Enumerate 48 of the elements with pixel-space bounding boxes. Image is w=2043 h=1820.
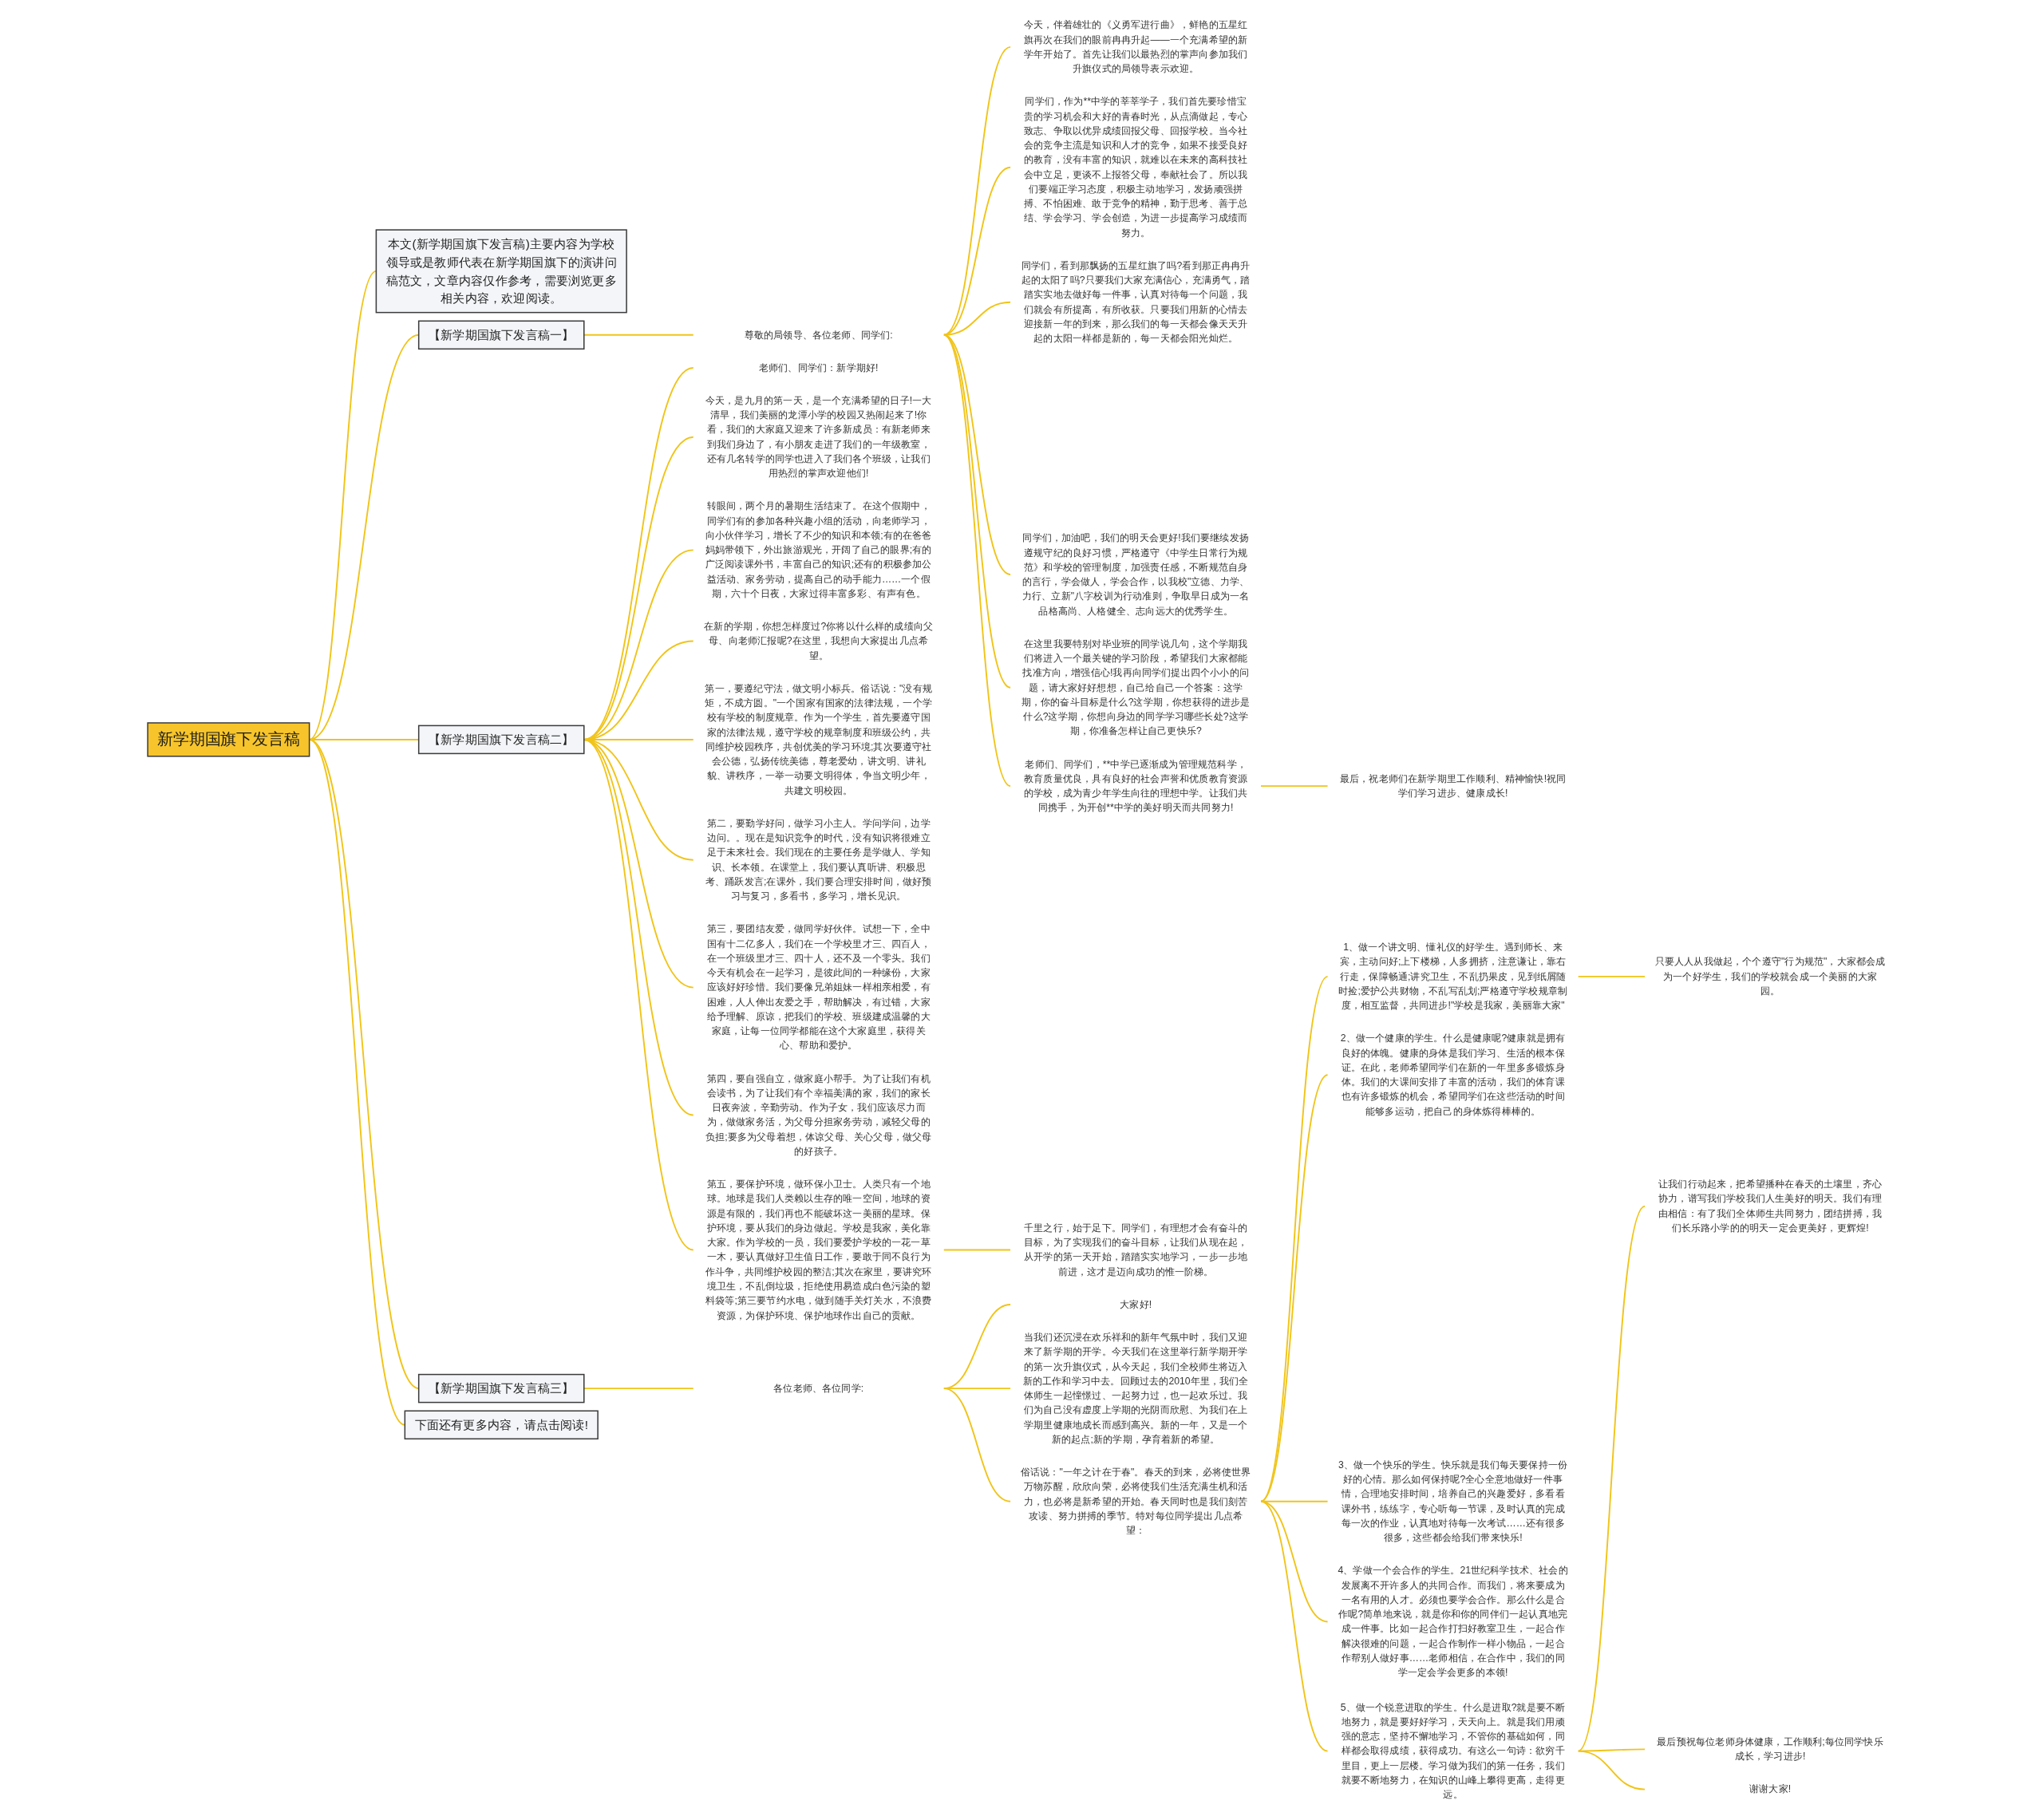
node-text: 俗话说："一年之计在于春"。春天的到来，必将使世界万物苏醒，欣欣向荣，必将使我们生活充满生机和活力，也必将是新希望的开始。春天同时也是我们刻苦攻读、努力拼搏的季节。特对每位同学提出几点希望： [1020, 1467, 1251, 1536]
connector [1260, 975, 1329, 1502]
node-text: 最后，祝老师们在新学期里工作顺利、精神愉快!祝同学们学习进步、健康成长! [1339, 773, 1567, 799]
node-text: 第二，要勤学好问，做学习小主人。学问学问，边学边问。。现在是知识竞争的时代，没有知识将很难立足于未来社会。我们现在的主要任务是学做人、学知识、长本领。在课堂上，我们要认真听讲、积极思考、踊跃发言;在课外，我们要合理安排时间，做好预习与复习，多看书，多学习，增长见识。 [705, 818, 932, 902]
node-text: 今天，是九月的第一天，是一个充满希望的日子!一大清早，我们美丽的龙潭小学的校园又热闹起来了!你看，我们的大家庭又迎来了许多新成员：有新老师来到我们身边了，有小朋友走进了我们的一年级教室，还有几名转学的同学也进入了我们各个班级，让我们用热烈的掌声欢迎他们! [705, 395, 932, 479]
connector [1577, 1750, 1646, 1790]
node-text: 老师们、同学们：新学期好! [758, 362, 879, 373]
node-text: 尊敬的局领导、各位老师、同学们: [744, 329, 893, 340]
connector [1260, 1074, 1329, 1502]
node-text: 转眼间，两个月的暑期生活结束了。在这个假期中，同学们有的参加各种兴趣小组的活动，向老师学习，向小伙伴学习，增长了不少的知识和本领;有的在爸爸妈妈带领下，外出旅游观光，开阔了自己的眼界;有的广泛阅读课外书，丰富自己的知识;还有的积极参加公益活动、家务劳动，提高自己的动手能力……一个假期，六十个日夜，大家过得丰富多彩、有声有色。 [705, 500, 932, 599]
connector [942, 1388, 1012, 1502]
node-text: 同学们，加油吧，我们的明天会更好!我们要继续发扬遵规守纪的良好习惯，严格遵守《中学生日常行为规范》和学校的管理制度，加强责任感，不断规范自身的言行，学会做人，学会合作，以我校"立德、力学、力行、立新"八字校训为行动准则，争取早日成为一名品格高尚、人格健全、志向远大的优秀学生。 [1022, 532, 1250, 616]
node-box: 新学期国旗下发言稿 [147, 722, 310, 757]
node-text: 2、做一个健康的学生。什么是健康呢?健康就是拥有良好的体魄。健康的身体是我们学习、生活的根本保证。在此，老师希望同学们在新的一年里多多锻炼身体。我们的大课间安排了丰富的活动，我们的体育课也有许多锻炼的机会，希望同学们在这些活动的时间能够多运动，把自己的身体炼得棒棒的。 [1340, 1032, 1566, 1116]
node-text: 当我们还沉浸在欢乐祥和的新年气氛中时，我们又迎来了新学期的开学。今天我们在这里举行新学期开学的第一次升旗仪式，从今天起，我们全校师生将迈入新的工作和学习中去。回顾过去的2010年里，我们全体师生一起憧憬过、一起努力过，也一起欢乐过。我们为自己没有虚度上学期的光阴而欣慰、为我们在上学期里健康地成长而感到高兴。新的一年，又是一个新的起点;新的学期，孕育着新的希望。 [1022, 1332, 1249, 1445]
node-text: 只要人人从我做起，个个遵守"行为规范"，大家都会成为一个好学生，我们的学校就会成一个美丽的大家园。 [1654, 956, 1886, 997]
node-text: 同学们，看到那飘扬的五星红旗了吗?看到那正冉冉升起的太阳了吗?只要我们大家充满信心，充满勇气，踏踏实实地去做好每一件事，认真对待每一个问题，我们就会有所提高，有所收获。只要我们用新的心情去迎接新一年的到来，那么我们的每一天都会像天天升起的太阳一样都是新的，每一天都会阳光灿烂。 [1021, 260, 1251, 344]
node-text: 5、做一个锐意进取的学生。什么是进取?就是要不断地努力，就是要好好学习，天天向上。就是我们用顽强的意志，坚持不懈地学习，不管你的基础如何，同样都会取得成绩，获得成功。有这么一句诗：欲穷千里目，更上一层楼。学习做为我们的第一任务，我们就要不断地努力，在知识的山峰上攀得更高，走得更远。 [1340, 1702, 1566, 1800]
node-box: 【新学期国旗下发言稿二】 [417, 724, 585, 755]
node-text: 第四，要自强自立，做家庭小帮手。为了让我们有机会读书，为了让我们有个幸福美满的家，我们的家长日夜奔波，辛勤劳动。作为子女，我们应该尽力而为，做做家务活，为父母分担家务劳动，减轻父母的负担;要多为父母着想，体谅父母、关心父母，做父母的好孩子。 [705, 1072, 932, 1157]
node-box: 【新学期国旗下发言稿三】 [417, 1373, 585, 1403]
connector [942, 334, 1012, 788]
node-text: 让我们行动起来，把希望播种在春天的土壤里，齐心协力，谱写我们学校我们人生美好的明天。我们有理由相信：有了我们全体师生共同努力，团结拼搏，我们长乐路小学的的明天一定会更美好，更辉煌! [1658, 1178, 1883, 1234]
node-text: 第一，要遵纪守法，做文明小标兵。俗话说："没有规矩，不成方圆。"一个国家有国家的法律法规，一个学校有学校的制度规章。作为一个学生，首先要遵守国家的法律法规，遵守学校的规章制度和班级公约，共同维护校园秩序，共创优美的学习环境;其次要遵守社会公德，弘扬传统美德，尊老爱幼，讲文明、讲礼貌、讲秩序，一举一动要文明得体，争当文明少年，共建文明校园。 [705, 683, 932, 796]
node-box: 本文(新学期国旗下发言稿)主要内容为学校领导或是教师代表在新学期国旗下的演讲问稿范文，文章内容仅作参考，需要浏览更多相关内容，欢迎阅读。 [375, 229, 627, 314]
node-text: 大家好! [1120, 1299, 1152, 1310]
node-text: 在新的学期，你想怎样度过?你将以什么样的成绩向父母、向老师汇报呢?在这里，我想向大家提出几点希望。 [704, 621, 934, 661]
connector [1260, 785, 1329, 788]
connector [1577, 975, 1646, 977]
node-text: 今天，伴着雄壮的《义勇军进行曲》，鲜艳的五星红旗再次在我们的眼前冉冉升起——一个充满希望的新学年开始了。首先让我们以最热烈的掌声向参加我们升旗仪式的局领导表示欢迎。 [1024, 19, 1248, 74]
node-text: 在这里我要特别对毕业班的同学说几句，这个学期我们将进入一个最关键的学习阶段，希望我们大家都能找准方向，增强信心!我再向同学们提出四个小小的问题，请大家好好想想，自己给自己一个答案：这学期，你的奋斗目标是什么?这学期，你想获得的进步是什么?这学期，你想向身边的同学学习哪些长处?这学期，你准备怎样让自己更快乐? [1021, 638, 1251, 736]
node-text: 4、学做一个会合作的学生。21世纪科学技术、社会的发展离不开许多人的共同合作。而我们，将来要成为一名有用的人才。必须也要学会合作。那么什么是合作呢?简单地来说，就是你和你的同伴们一起认真地完成一件事。比如一起合作打扫好教室卫生，一起合作解决很难的问题，一起合作制作一样小物品，一起合作帮别人做好事……老师相信，在合作中，我们的同学一定会学会更多的本领! [1338, 1565, 1568, 1678]
node-text: 第五，要保护环境，做环保小卫士。人类只有一个地球。地球是我们人类赖以生存的唯一空间，地球的资源是有限的，我们再也不能破坏这一美丽的星球。保护环境，要从我们的身边做起。学校是我家，美化靠大家。作为学校的一员，我们要爱护学校的一花一草一木，要认真做好卫生值日工作，要敢于同不良行为作斗争，共同维护校园的整洁;其次在家里，要讲究环境卫生，不乱倒垃圾，拒绝使用易造成白色污染的塑料袋等;第三要节约水电，做到随手关灯关水，不浪费资源，为保护环境、保护地球作出自己的贡献。 [705, 1178, 932, 1321]
connector [942, 1249, 1012, 1251]
node-text: 同学们，作为**中学的莘莘学子，我们首先要珍惜宝贵的学习机会和大好的青春时光，从点滴做起，专心致志、争取以优异成绩回报父母、回报学校。当今社会的竞争主流是知识和人才的竞争，如果不接受良好的教育，没有丰富的知识，就难以在未来的高科技社会中立足，更谈不上报答父母，奉献社会了。所以我们要端正学习态度，积极主动地学习，发扬顽强拼搏、不怕困难、敢于竞争的精神，勤于思考、善于总结、学会学习、学会创造，为进一步提高学习成绩而努力。 [1024, 96, 1248, 238]
connector [1260, 1500, 1329, 1752]
node-text: 老师们、同学们，**中学已逐渐成为管理规范科学，教育质量优良，具有良好的社会声誉和优质教育资源的学校，成为青少年学生向往的理想中学。让我们共同携手，为开创**中学的美好明天而共同努力! [1024, 758, 1248, 813]
node-box: 下面还有更多内容，请点击阅读! [404, 1410, 599, 1440]
node-text: 千里之行，始于足下。同学们，有理想才会有奋斗的目标，为了实现我们的奋斗目标，让我们从现在起，从开学的第一天开始，踏踏实实地学习，一步一步地前进，这才是迈向成功的惟一阶梯。 [1024, 1222, 1248, 1277]
node-box: 【新学期国旗下发言稿一】 [417, 320, 585, 350]
connector [942, 45, 1012, 336]
node-text: 1、做一个讲文明、懂礼仪的好学生。遇到师长、来宾，主动问好;上下楼梯，人多拥挤，注意谦让，靠右行走，保障畅通;讲究卫生，不乱扔果皮，见到纸屑随时捡;爱护公共财物，不乱写乱划;严格遵守学校规章制度，相互监督，共同进步!"学校是我家，美丽靠大家" [1338, 942, 1568, 1011]
node-text: 各位老师、各位同学: [773, 1383, 864, 1394]
node-text: 最后预祝每位老师身体健康，工作顺利;每位同学快乐成长，学习进步! [1657, 1736, 1883, 1762]
node-text: 3、做一个快乐的学生。快乐就是我们每天要保持一份好的心情。那么如何保持呢?全心全意地做好一件事情，合理地安排时间，培养自己的兴趣爱好，多看看课外书，练练字，专心听每一节课，及时认真的完成每一次的作业，认真地对待每一次考试……还有很多很多，这些都会给我们带来快乐! [1338, 1459, 1568, 1543]
node-text: 谢谢大家! [1749, 1783, 1792, 1794]
connector [1577, 1205, 1646, 1752]
node-text: 第三，要团结友爱，做同学好伙伴。试想一下，全中国有十二亿多人，我们在一个学校里才三、四百人，在一个班级里才三、四十人，还不及一个零头。我们今天有机会在一起学习，是彼此间的一种缘份，大家应该好好珍惜。我们要像兄弟姐妹一样相亲相爱，有困难，人人伸出友爱之手，帮助解决，有过错，大家给予理解、原谅，把我们的学校、班级建成温馨的大家庭，让每一位同学都能在这个大家庭里，获得关心、帮助和爱护。 [706, 923, 931, 1051]
